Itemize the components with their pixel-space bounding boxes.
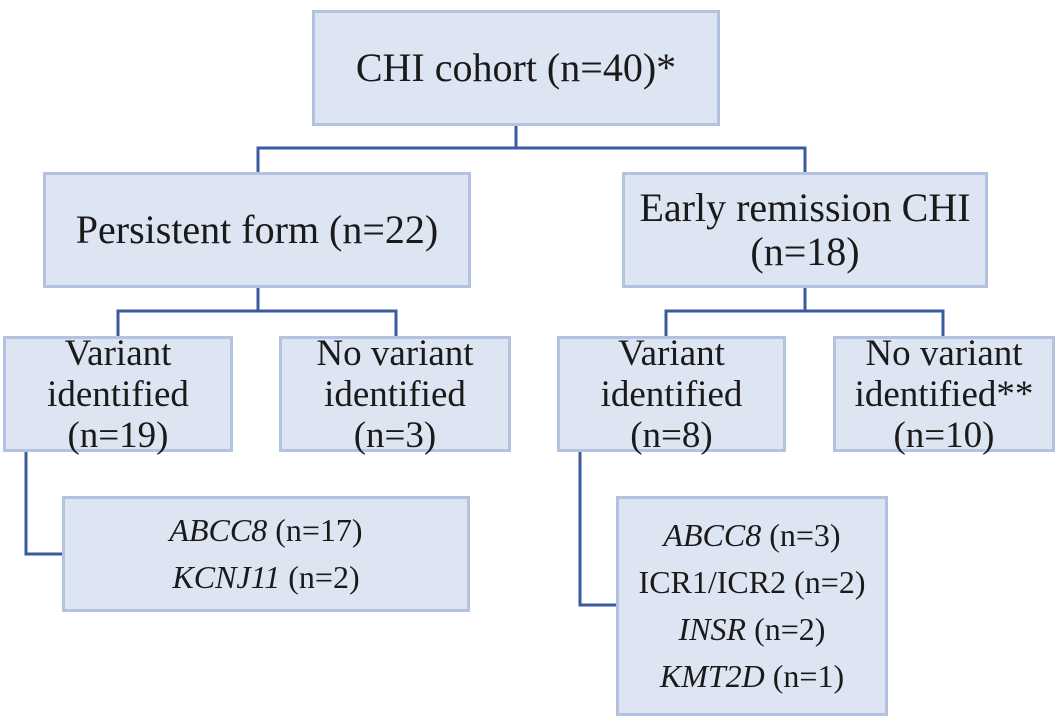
early-remission-line2: (n=18) <box>750 229 860 274</box>
gene-count: (n=3) <box>761 517 841 553</box>
persistent-no-variant-line1: No variant <box>316 332 474 374</box>
early-variant-line3: (n=8) <box>630 414 713 456</box>
imprinting-region-label: ICR1/ICR2 (n=2) <box>638 564 866 600</box>
persistent-form-label: Persistent form (n=22) <box>75 207 439 252</box>
early-variant-node: Variant identified (n=8) <box>557 332 786 456</box>
early-remission-line1: Early remission CHI <box>639 185 971 230</box>
connector-persistent-variant-to-genes <box>24 452 62 556</box>
gene-line: ABCC8 (n=3) <box>663 512 840 559</box>
persistent-no-variant-line2: identified <box>324 373 466 415</box>
connector-root-to-level2 <box>256 146 807 172</box>
connector-early-variant-to-genes <box>578 452 616 607</box>
root-node: CHI cohort (n=40)* <box>312 10 720 126</box>
early-no-variant-node: No variant identified** (n=10) <box>833 332 1055 456</box>
persistent-no-variant-line3: (n=3) <box>353 414 437 456</box>
gene-line: INSR (n=2) <box>679 606 826 653</box>
gene-name: KMT2D <box>659 658 765 694</box>
gene-line: KCNJ11 (n=2) <box>172 554 359 601</box>
gene-count: (n=2) <box>746 611 826 647</box>
gene-count: (n=17) <box>267 512 363 548</box>
persistent-variant-line2: identified <box>47 373 189 415</box>
persistent-variant-line3: (n=19) <box>67 414 169 456</box>
gene-count: (n=1) <box>764 658 845 694</box>
early-variant-line2: identified <box>600 373 743 415</box>
gene-name: KCNJ11 <box>172 559 281 595</box>
gene-count: (n=2) <box>280 559 360 595</box>
persistent-variant-node: Variant identified (n=19) <box>3 332 233 456</box>
gene-name: ABCC8 <box>663 517 762 553</box>
persistent-no-variant-node: No variant identified (n=3) <box>279 332 511 456</box>
gene-line: ABCC8 (n=17) <box>169 507 362 554</box>
persistent-genes-node: ABCC8 (n=17) KCNJ11 (n=2) <box>62 496 470 612</box>
early-genes-node: ABCC8 (n=3) ICR1/ICR2 (n=2) INSR (n=2) K… <box>616 496 888 716</box>
gene-name: ABCC8 <box>169 512 268 548</box>
persistent-variant-line1: Variant <box>64 332 172 374</box>
root-label: CHI cohort (n=40)* <box>355 45 677 90</box>
early-no-variant-line3: (n=10) <box>893 414 995 456</box>
gene-line: ICR1/ICR2 (n=2) <box>639 559 866 606</box>
early-remission-node: Early remission CHI (n=18) <box>622 172 988 288</box>
early-no-variant-line2: identified** <box>854 373 1034 415</box>
gene-name: INSR <box>678 611 747 647</box>
early-variant-line1: Variant <box>618 332 725 374</box>
persistent-form-node: Persistent form (n=22) <box>43 172 471 288</box>
gene-line: KMT2D (n=1) <box>660 653 844 700</box>
early-no-variant-line1: No variant <box>865 332 1023 374</box>
